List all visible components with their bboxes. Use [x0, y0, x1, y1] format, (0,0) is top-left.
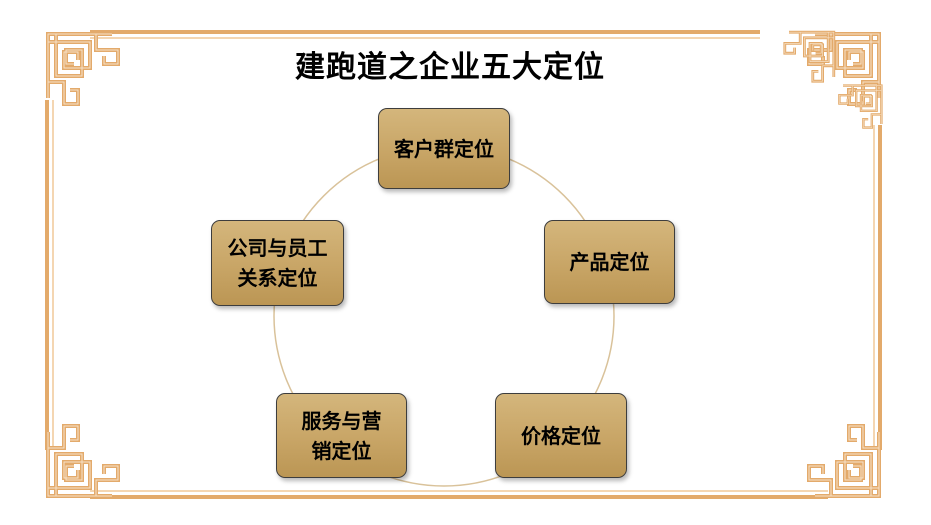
frame-lines [45, 30, 882, 499]
node-label: 客户群定位 [394, 136, 494, 161]
node-label: 服务与营销定位 [301, 408, 382, 463]
node-label: 价格定位 [521, 423, 601, 448]
cycle-node-price-positioning: 价格定位 [495, 393, 627, 478]
cycle-node-company-employee-positioning: 公司与员工关系定位 [211, 220, 344, 306]
node-label: 产品定位 [569, 250, 650, 274]
corner-ornament-top-right [783, 30, 883, 129]
corner-ornament-bottom-left [46, 424, 120, 498]
cycle-node-service-marketing-positioning: 服务与营销定位 [276, 393, 407, 478]
corner-ornament-bottom-right [807, 424, 881, 498]
diagram-title: 建跑道之企业五大定位 [295, 50, 605, 85]
corner-ornament-top-left [46, 32, 120, 106]
cycle-node-product-positioning: 产品定位 [544, 220, 675, 304]
cycle-node-customer-positioning: 客户群定位 [378, 108, 510, 189]
node-label: 公司与员工关系定位 [227, 236, 328, 290]
